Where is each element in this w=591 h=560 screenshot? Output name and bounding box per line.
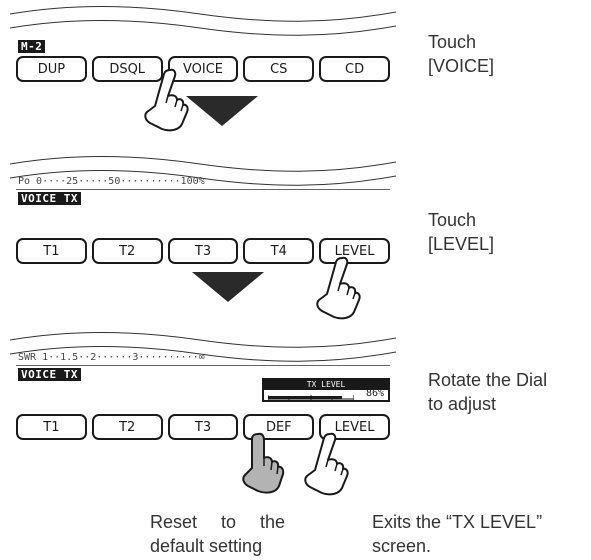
- screen-break-lines: [10, 6, 396, 36]
- pressing-hand-icon: [242, 432, 285, 494]
- tx-level-percent: 86%: [365, 388, 384, 399]
- pointing-hand-icon: [304, 432, 349, 496]
- def-caption-line2: default setting: [150, 536, 263, 556]
- t2-key[interactable]: T2: [91, 414, 163, 440]
- step2-instruction: Touch [LEVEL]: [428, 208, 494, 256]
- tx-level-bar: [268, 395, 354, 400]
- pointing-hand-icon: [316, 256, 361, 320]
- voice-key[interactable]: VOICE: [167, 56, 239, 82]
- tx-level-fill: [268, 396, 342, 399]
- meter-divider: [16, 189, 390, 190]
- step1-instruction: Touch [VOICE]: [428, 30, 494, 78]
- swr-meter-scale: SWR 1··1.5··2······3··········∞: [18, 352, 205, 363]
- level-key[interactable]: LEVEL: [319, 238, 390, 264]
- dup-key[interactable]: DUP: [16, 56, 87, 82]
- po-meter-scale: Po 0····25·····50··········100%: [18, 176, 205, 187]
- step1-instruction-line2: [VOICE]: [428, 56, 495, 76]
- voice-tx-label: VOICE TX: [18, 192, 81, 205]
- t2-key[interactable]: T2: [91, 238, 163, 264]
- step3-instruction-line2: to adjust: [428, 394, 497, 414]
- t3-key[interactable]: T3: [167, 414, 239, 440]
- t1-key[interactable]: T1: [16, 414, 87, 440]
- softkey-row: T1 T2 T3 DEF LEVEL: [16, 414, 390, 440]
- voice-tx-label: VOICE TX: [18, 368, 81, 381]
- step1-screen: M-2 DUP DSQL VOICE CS CD: [10, 2, 396, 102]
- meter-divider: [16, 365, 390, 366]
- t4-key[interactable]: T4: [243, 238, 315, 264]
- t1-key[interactable]: T1: [16, 238, 87, 264]
- tx-level-title: TX LEVEL: [264, 380, 388, 390]
- down-arrow-icon: [192, 272, 264, 302]
- cd-key[interactable]: CD: [319, 56, 390, 82]
- step3-instruction: Rotate the Dial to adjust: [428, 368, 547, 416]
- level-caption-line1: Exits the “TX LEVEL”: [372, 512, 543, 532]
- pointing-hand-icon: [144, 68, 189, 132]
- step2-instruction-line1: Touch: [428, 210, 477, 230]
- softkey-row: T1 T2 T3 T4 LEVEL: [16, 238, 390, 264]
- screen-break-lines: [10, 332, 396, 362]
- down-arrow-icon: [186, 96, 258, 126]
- softkey-row: DUP DSQL VOICE CS CD: [16, 56, 390, 82]
- screen-break-lines: [10, 156, 396, 186]
- dsql-key[interactable]: DSQL: [91, 56, 163, 82]
- t3-key[interactable]: T3: [167, 238, 239, 264]
- def-caption-line1: Reset to the: [150, 512, 285, 532]
- def-caption: Reset to the default setting: [150, 510, 285, 558]
- step3-screen: SWR 1··1.5··2······3··········∞ VOICE TX…: [10, 328, 396, 448]
- mode-label: M-2: [18, 40, 46, 53]
- step1-instruction-line1: Touch: [428, 32, 477, 52]
- cs-key[interactable]: CS: [243, 56, 315, 82]
- step2-instruction-line2: [LEVEL]: [428, 234, 495, 254]
- tx-level-popup: TX LEVEL 86%: [262, 378, 390, 402]
- level-caption-line2: screen.: [372, 536, 432, 556]
- step2-screen: Po 0····25·····50··········100% VOICE TX…: [10, 152, 396, 272]
- level-caption: Exits the “TX LEVEL” screen.: [372, 510, 542, 558]
- step3-instruction-line1: Rotate the Dial: [428, 370, 548, 390]
